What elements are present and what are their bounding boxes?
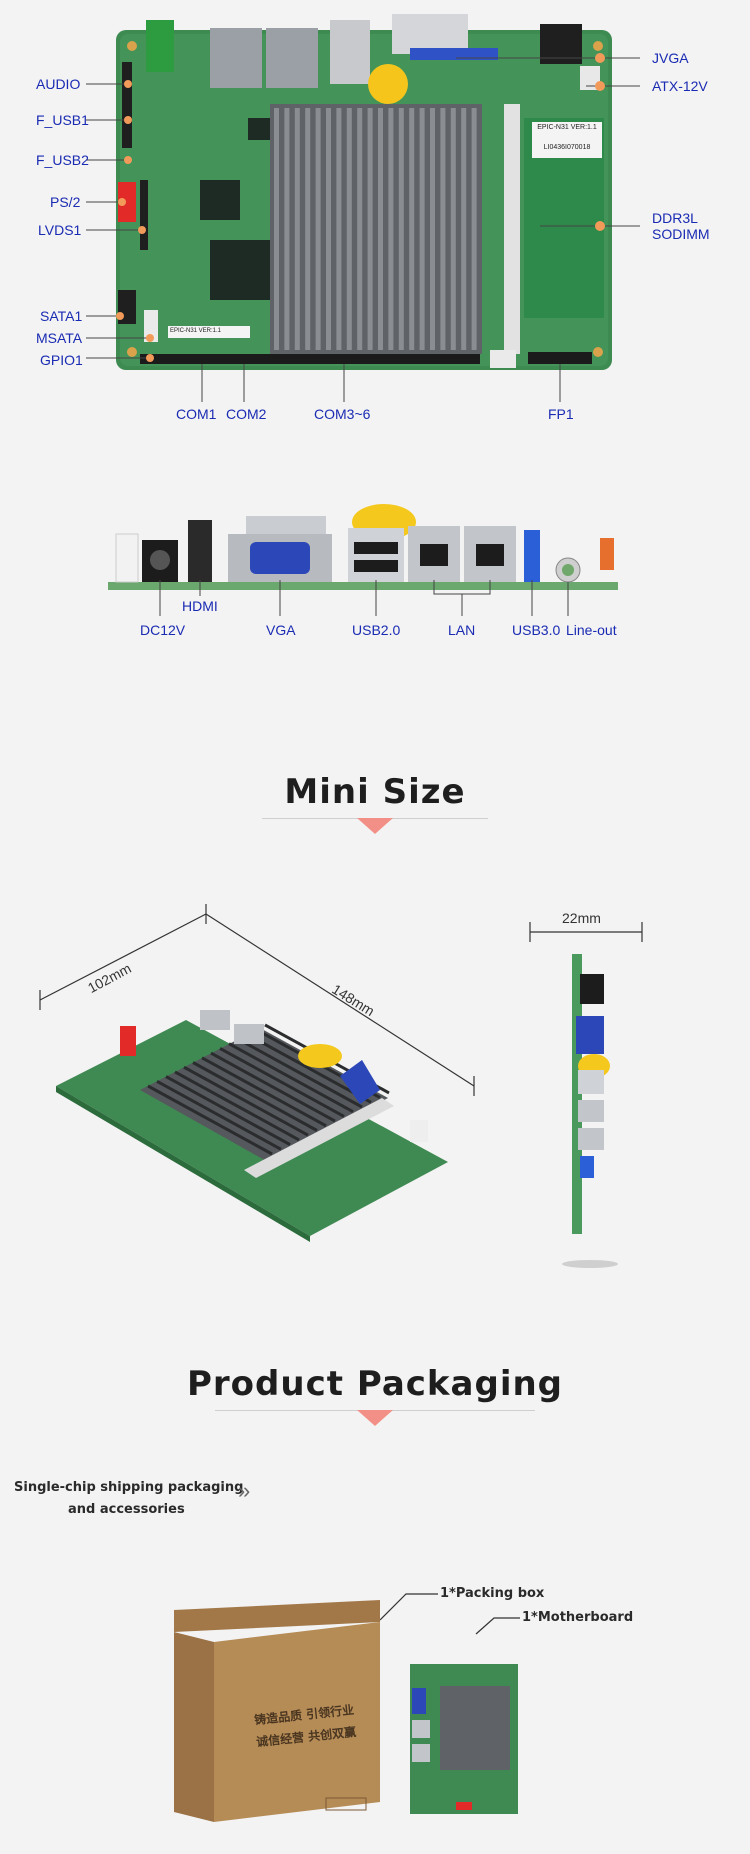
label-com1: COM1 — [176, 406, 217, 422]
packaging-title-triangle — [357, 1410, 393, 1426]
packaging-title: Product Packaging — [186, 1364, 564, 1404]
io-side-view-section: DC12V HDMI VGA USB2.0 LAN USB3.0 Line-ou… — [0, 490, 750, 650]
top-view-section: EPIC-N31 VER:1.1 LI0436I070018 EPIC-N31 … — [0, 0, 750, 440]
label-gpio1: GPIO1 — [40, 352, 83, 368]
board-small-model-label: EPIC-N31 VER:1.1 — [170, 328, 222, 334]
mini-size-board-image — [39, 904, 643, 1268]
packaging-image — [174, 1593, 520, 1822]
board-model-label: EPIC-N31 VER:1.1 — [537, 124, 597, 131]
label-ps2: PS/2 — [50, 194, 81, 210]
label-f-usb1: F_USB1 — [36, 112, 89, 128]
packaging-section: Product Packaging Single-chip shipping p… — [0, 1350, 750, 1854]
mini-size-section: Mini Size — [0, 760, 750, 1320]
label-line-out: Line-out — [566, 622, 617, 638]
packaging-caption-line2: and accessories — [68, 1502, 185, 1517]
mini-size-title-triangle — [357, 818, 393, 834]
label-usb2: USB2.0 — [352, 622, 401, 638]
label-msata: MSATA — [36, 330, 83, 346]
label-hdmi: HDMI — [182, 598, 218, 614]
packaging-caption-line1: Single-chip shipping packaging — [14, 1480, 244, 1495]
top-view-board-image — [86, 14, 640, 402]
label-sodimm: SODIMM — [652, 226, 710, 242]
label-vga: VGA — [266, 622, 296, 638]
item-motherboard: 1*Motherboard — [522, 1610, 634, 1625]
label-atx-12v: ATX-12V — [652, 78, 708, 94]
label-com2: COM2 — [226, 406, 267, 422]
board-serial-label: LI0436I070018 — [543, 144, 591, 151]
item-packing-box: 1*Packing box — [440, 1586, 545, 1601]
label-lan: LAN — [448, 622, 476, 638]
label-usb3: USB3.0 — [512, 622, 561, 638]
label-dc12v: DC12V — [140, 622, 186, 638]
label-audio: AUDIO — [36, 76, 81, 92]
label-fp1: FP1 — [548, 406, 574, 422]
label-ddr3l: DDR3L — [652, 210, 698, 226]
label-sata1: SATA1 — [40, 308, 83, 324]
double-chevron-icon: » — [238, 1478, 251, 1503]
label-com3-6: COM3~6 — [314, 406, 371, 422]
dim-height-label: 22mm — [562, 910, 601, 926]
mini-size-title: Mini Size — [284, 772, 466, 812]
label-f-usb2: F_USB2 — [36, 152, 89, 168]
io-side-view-image — [108, 504, 618, 616]
label-jvga: JVGA — [652, 50, 689, 66]
label-lvds1: LVDS1 — [38, 222, 82, 238]
